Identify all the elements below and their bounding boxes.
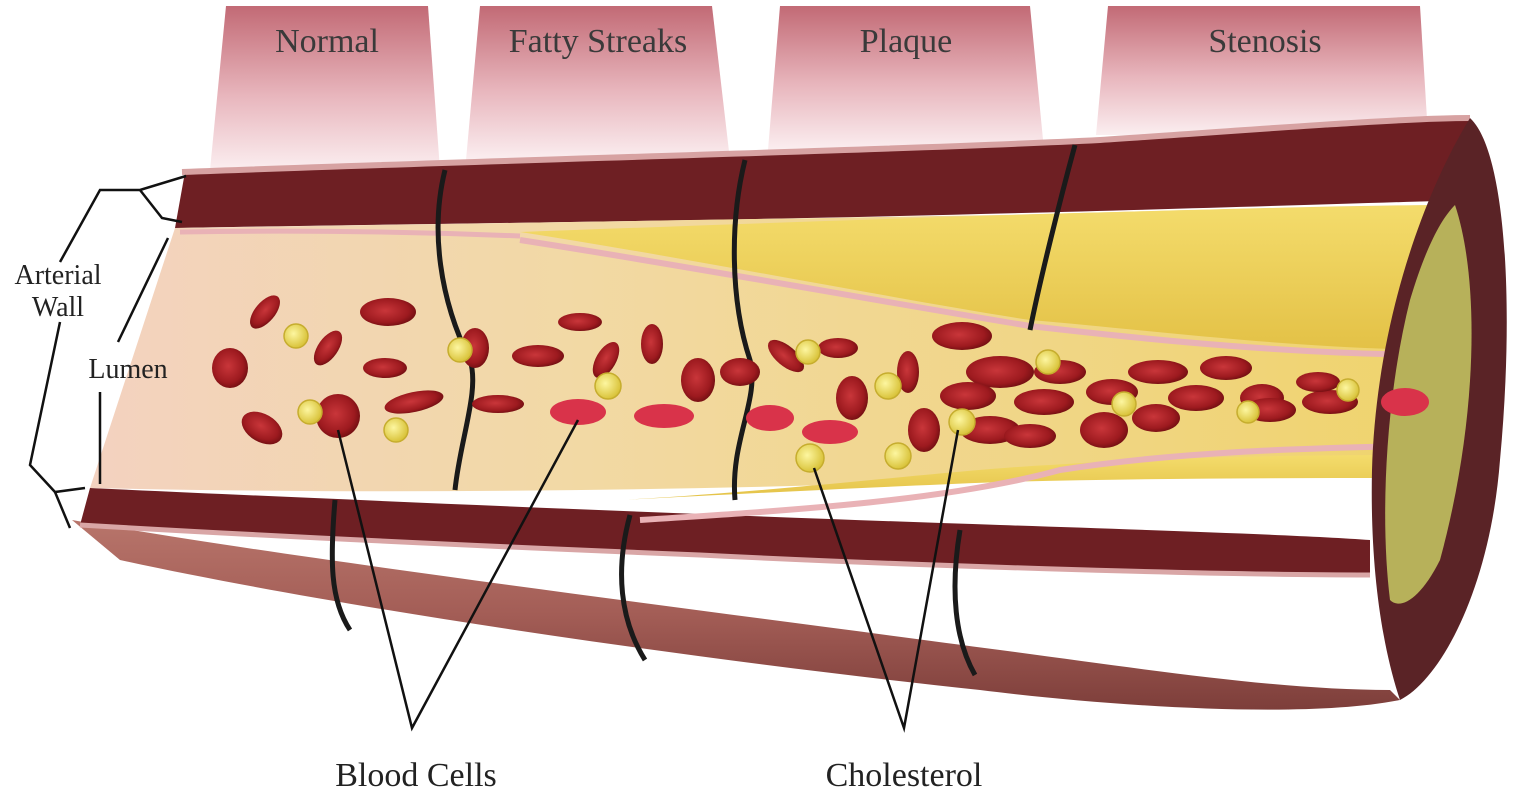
blood-cell: [818, 338, 858, 358]
cholesterol-particle: [874, 372, 902, 400]
blood-cell: [908, 408, 940, 452]
blood-cell: [1168, 385, 1224, 411]
arterial-wall-label-line1: Arterial: [14, 260, 101, 291]
blood-cell: [1004, 424, 1056, 448]
cholesterol-particle: [884, 442, 912, 470]
callout-lines: [336, 419, 960, 733]
cholesterol-particle: [1111, 391, 1137, 417]
stage-label-plaque: Plaque: [860, 23, 953, 60]
blood-cell: [802, 420, 858, 444]
blood-cell: [1381, 388, 1429, 416]
cholesterol-particle: [383, 417, 409, 443]
blood-cell: [212, 348, 248, 388]
cholesterol-particle: [1035, 349, 1061, 375]
blood-cell: [966, 356, 1034, 388]
cholesterol-particle: [795, 443, 825, 473]
blood-cell: [512, 345, 564, 367]
blood-cell: [241, 411, 283, 445]
blood-cell: [1128, 360, 1188, 384]
blood-cell: [1080, 412, 1128, 448]
lumen-label: Lumen: [88, 354, 167, 385]
blood-cell: [932, 322, 992, 350]
blood-cell: [313, 330, 343, 366]
cholesterol-particles: [283, 323, 1360, 473]
outer-tissue: [72, 520, 1400, 710]
tab-fatty-streaks: [466, 6, 730, 160]
blood-cell: [634, 404, 694, 428]
cholesterol-particle: [594, 372, 622, 400]
blood-cell: [681, 358, 715, 402]
arterial-wall-label-line2: Wall: [32, 292, 84, 323]
blood-cells-label: Blood Cells: [335, 757, 497, 794]
blood-cell: [384, 390, 444, 414]
cholesterol-label: Cholesterol: [826, 757, 983, 794]
blood-cell: [360, 298, 416, 326]
tab-stenosis: [1096, 6, 1428, 135]
arterial-wall-bracket: [28, 174, 187, 529]
stage-label-normal: Normal: [275, 23, 379, 60]
cholesterol-particle: [447, 337, 473, 363]
tab-plaque: [768, 6, 1044, 150]
blood-cells-callout: [336, 419, 580, 732]
blood-cell: [720, 358, 760, 386]
plaque-upper: [520, 205, 1455, 350]
blood-cell: [836, 376, 868, 420]
blood-cell: [940, 382, 996, 410]
blood-cell: [363, 358, 407, 378]
cholesterol-particle: [795, 339, 821, 365]
tab-normal: [210, 6, 440, 170]
blood-cell: [316, 394, 360, 438]
blood-cell: [767, 339, 805, 373]
cholesterol-particle: [283, 323, 309, 349]
blood-cell: [897, 351, 919, 393]
top-wall: [175, 118, 1470, 228]
stage-tabs: Normal Fatty Streaks Plaque Stenosis: [210, 6, 1428, 170]
blood-cell: [250, 295, 280, 329]
cholesterol-callout: [812, 429, 960, 733]
stage-label-stenosis: Stenosis: [1208, 23, 1321, 60]
cholesterol-particle: [1236, 400, 1260, 424]
blood-cell: [1014, 389, 1074, 415]
lumen-bracket: [98, 237, 170, 484]
bottom-wall: [80, 488, 1370, 575]
stage-label-fatty-streaks: Fatty Streaks: [509, 23, 687, 60]
blood-cell: [1132, 404, 1180, 432]
blood-cell: [1296, 372, 1340, 392]
blood-cell: [550, 399, 606, 425]
blood-cell: [472, 395, 524, 413]
cholesterol-particle: [297, 399, 323, 425]
cholesterol-particle: [1336, 378, 1360, 402]
blood-cell: [641, 324, 663, 364]
cholesterol-particle: [948, 408, 976, 436]
blood-cell: [746, 405, 794, 431]
blood-cell: [558, 313, 602, 331]
blood-cell: [592, 341, 620, 379]
blood-cell: [1200, 356, 1252, 380]
